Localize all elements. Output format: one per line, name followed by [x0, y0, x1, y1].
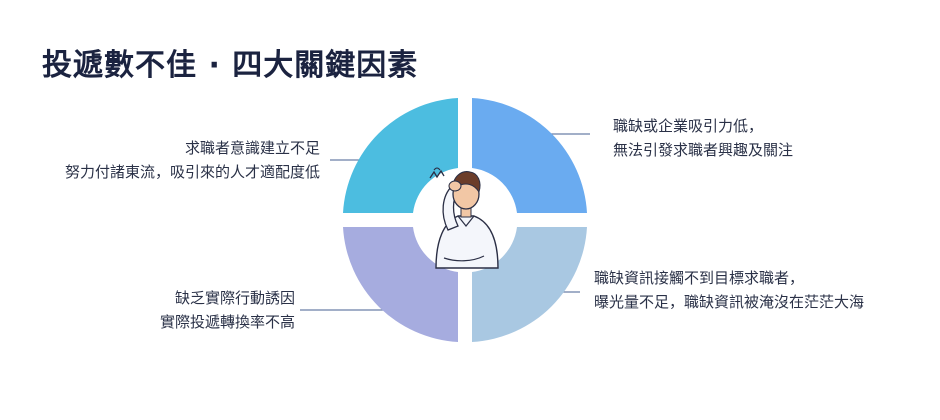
factor-bottom-right-line-2: 曝光量不足，職缺資訊被淹沒在茫茫大海: [594, 293, 865, 311]
factor-top-right-line-2: 無法引發求職者興趣及關注: [613, 141, 794, 159]
factor-bottom-right: 職缺資訊接觸不到目標求職者， 曝光量不足，職缺資訊被淹沒在茫茫大海: [594, 266, 864, 314]
factor-top-left-line-2: 努力付諸東流，吸引來的人才適配度低: [64, 163, 320, 181]
factor-top-left: 求職者意識建立不足 努力付諸東流，吸引來的人才適配度低: [65, 136, 320, 184]
stressed-person-icon: [429, 167, 499, 269]
segment-bottom-right: [472, 227, 587, 342]
segment-top-left: [343, 98, 458, 213]
factor-bottom-left-line-1: 缺乏實際行動誘因: [174, 289, 295, 307]
factor-top-right: 職缺或企業吸引力低， 無法引發求職者興趣及關注: [613, 114, 793, 162]
page-title: 投遞數不佳 · 四大關鍵因素: [42, 48, 419, 83]
segment-top-right: [472, 98, 587, 213]
factor-bottom-right-line-1: 職缺資訊接觸不到目標求職者，: [594, 269, 805, 287]
factor-top-right-line-1: 職缺或企業吸引力低，: [613, 117, 764, 135]
factor-bottom-left-line-2: 實際投遞轉換率不高: [159, 313, 295, 331]
factor-top-left-line-1: 求職者意識建立不足: [184, 139, 320, 157]
factor-bottom-left: 缺乏實際行動誘因 實際投遞轉換率不高: [160, 286, 295, 334]
segment-bottom-left: [343, 227, 458, 342]
